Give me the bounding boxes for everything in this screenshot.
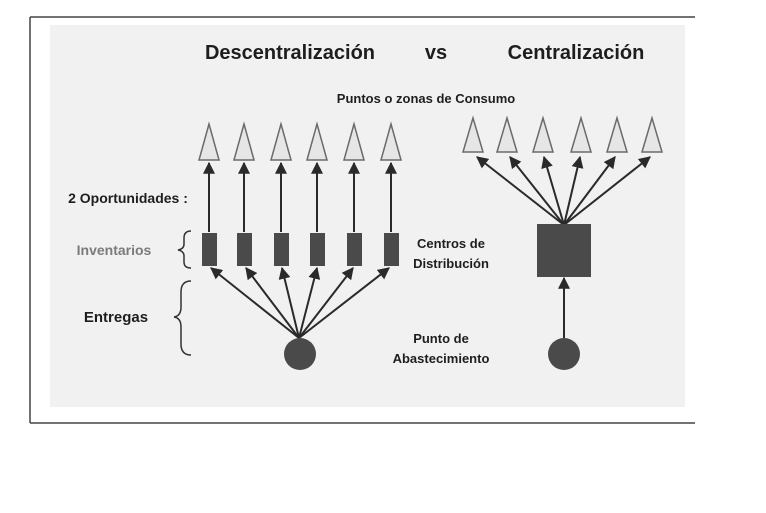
consumption-arrow xyxy=(541,155,565,226)
consumption-point xyxy=(270,121,292,161)
consumption-point xyxy=(640,115,664,153)
consumption-point xyxy=(569,115,593,153)
supply-point xyxy=(548,338,580,370)
label-opportunities: 2 Oportunidades : xyxy=(68,190,188,206)
panel-inner xyxy=(50,25,685,407)
consumption-arrow xyxy=(563,155,584,226)
consumption-point xyxy=(605,115,629,153)
distribution-center xyxy=(537,224,591,277)
delivery-arrow xyxy=(298,266,321,339)
label-inventories: Inventarios xyxy=(77,242,152,258)
warehouse xyxy=(347,233,362,266)
warehouse xyxy=(274,233,289,266)
warehouse xyxy=(384,233,399,266)
centralized-network xyxy=(461,115,664,370)
title-centralization: Centralización xyxy=(508,42,645,64)
consumption-point xyxy=(198,121,220,161)
label-deliveries: Entregas xyxy=(84,309,148,326)
label-supply-point-2: Abastecimiento xyxy=(393,351,490,366)
delivery-arrow xyxy=(245,267,300,339)
consumption-point xyxy=(233,121,255,161)
consumption-point xyxy=(306,121,328,161)
label-distribution-centers-1: Centros de xyxy=(417,236,485,251)
warehouse xyxy=(237,233,252,266)
consumption-arrow xyxy=(476,156,565,226)
label-distribution-centers-2: Distribución xyxy=(413,256,489,271)
consumption-point xyxy=(343,121,365,161)
delivery-arrow xyxy=(210,267,300,339)
warehouse xyxy=(202,233,217,266)
consumption-point xyxy=(531,115,555,153)
supply-point xyxy=(284,338,316,370)
decentralized-network xyxy=(198,121,402,370)
delivery-arrow xyxy=(298,267,390,339)
brace-inventories xyxy=(177,230,192,269)
delivery-arrow xyxy=(278,266,300,339)
label-supply-point-1: Punto de xyxy=(413,331,469,346)
consumption-point xyxy=(380,121,402,161)
consumption-arrow xyxy=(563,156,616,226)
title-vs: vs xyxy=(425,42,447,64)
consumption-point xyxy=(495,115,519,153)
consumption-arrow xyxy=(563,156,651,226)
consumption-point xyxy=(461,115,485,153)
delivery-arrow xyxy=(298,267,354,339)
brace-deliveries xyxy=(173,280,192,356)
consumption-arrow xyxy=(509,156,565,226)
label-consumption-points: Puntos o zonas de Consumo xyxy=(337,91,515,106)
title-decentralization: Descentralización xyxy=(205,42,375,64)
warehouse xyxy=(310,233,325,266)
